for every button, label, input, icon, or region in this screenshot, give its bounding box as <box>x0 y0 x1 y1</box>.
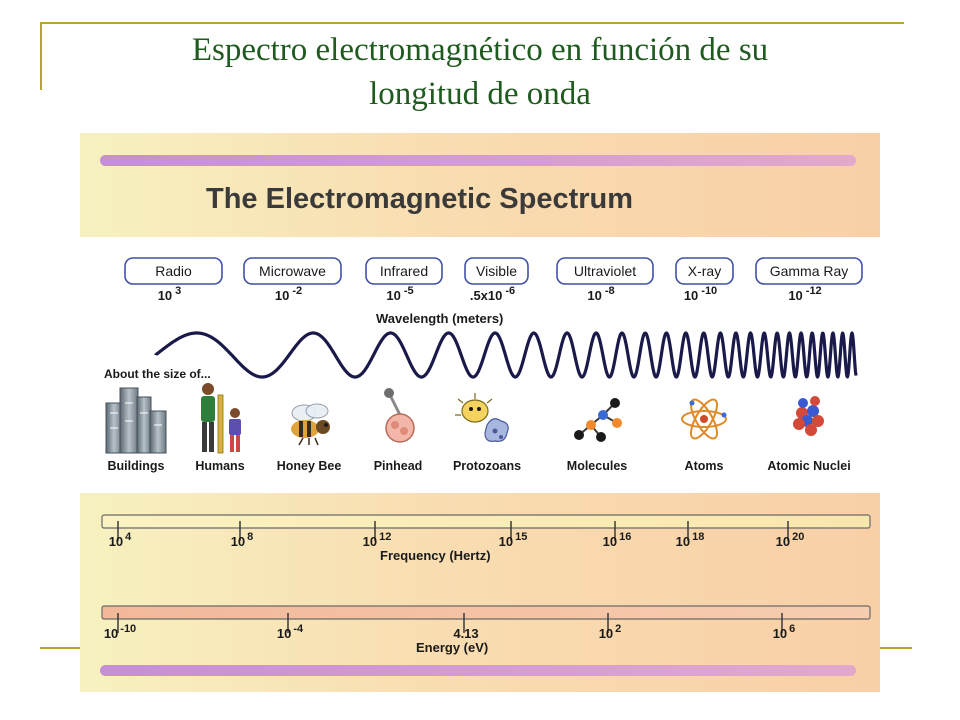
energyTicks-tick-label-2: 4.13 <box>453 626 478 641</box>
wave-curve <box>154 331 858 379</box>
energyTicks-tick-label-1: 10-4 <box>277 623 304 641</box>
band-box-infrared <box>365 257 443 285</box>
object-label-protozoans: Protozoans <box>453 459 521 473</box>
energyTicks-tick-label-0: 10-10 <box>104 623 136 641</box>
band-wavelength-infrared: 10-5 <box>386 285 413 303</box>
diagram-heading: The Electromagnetic Spectrum <box>206 183 633 215</box>
size-label: About the size of... <box>104 367 211 381</box>
protozoans-icon <box>455 393 509 442</box>
band-box-visible <box>464 257 529 285</box>
band-box-radio <box>124 257 223 285</box>
band-name-x-ray: X-ray <box>688 263 721 279</box>
band-wavelength-microwave: 10-2 <box>275 285 302 303</box>
energy-bar <box>101 605 871 620</box>
band-wavelength-visible: .5x10-6 <box>470 285 515 303</box>
molecules-icon <box>574 398 622 442</box>
band-box-gamma-ray <box>755 257 863 285</box>
atomic-nuclei-icon <box>793 396 824 436</box>
band-name-infrared: Infrared <box>380 263 428 279</box>
band-box-x-ray <box>675 257 734 285</box>
frequency-bar <box>101 514 871 529</box>
band-name-visible: Visible <box>476 263 517 279</box>
object-label-atomic-nuclei: Atomic Nuclei <box>767 459 850 473</box>
atoms-icon <box>681 398 727 440</box>
top-rule <box>40 22 904 24</box>
slide-title: Espectro electromagnético en función de … <box>40 28 920 116</box>
top-stripe <box>100 155 856 166</box>
band-name-gamma-ray: Gamma Ray <box>770 263 849 279</box>
band-wavelength-gamma-ray: 10-12 <box>788 285 821 303</box>
band-box-microwave <box>243 257 342 285</box>
bottom-stripe <box>100 665 856 676</box>
band-name-radio: Radio <box>155 263 192 279</box>
band-name-microwave: Microwave <box>259 263 326 279</box>
band-box-ultraviolet <box>556 257 654 285</box>
band-name-ultraviolet: Ultraviolet <box>574 263 636 279</box>
object-label-atoms: Atoms <box>685 459 724 473</box>
object-label-molecules: Molecules <box>567 459 627 473</box>
left-rule <box>40 22 42 90</box>
object-label-row: Buildings Humans Honey Bee Pinhead Protozoan… <box>108 459 851 473</box>
object-label-humans: Humans <box>195 459 244 473</box>
slide-title-line-2: longitud de onda <box>369 76 591 112</box>
humans-icon <box>201 383 241 454</box>
band-wavelength-x-ray: 10-10 <box>684 285 717 303</box>
buildings-icon <box>105 387 167 454</box>
object-label-honey-bee: Honey Bee <box>277 459 342 473</box>
frequency-label: Frequency (Hertz) <box>380 548 491 563</box>
object-label-buildings: Buildings <box>108 459 165 473</box>
pinhead-icon <box>384 388 415 443</box>
slide-title-line-1: Espectro electromagnético en función de … <box>191 32 769 68</box>
wavelength-label: Wavelength (meters) <box>376 311 503 326</box>
band-wavelength-ultraviolet: 10-8 <box>587 285 614 303</box>
honey-bee-icon <box>291 403 330 446</box>
object-label-pinhead: Pinhead <box>374 459 423 473</box>
energy-label: Energy (eV) <box>416 640 488 655</box>
